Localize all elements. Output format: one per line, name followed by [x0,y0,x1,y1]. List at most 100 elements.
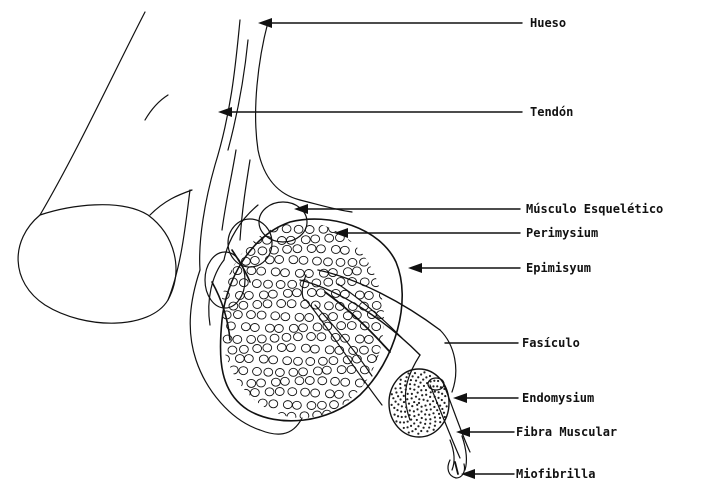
muscle-fiber-circle [246,399,255,407]
label-tendon: Tendón [530,105,573,119]
muscle-fiber-circle [317,245,326,253]
endomysium-dot [411,430,413,432]
muscle-fiber-circle [336,278,345,286]
fascicle-shape [300,270,456,420]
muscle-fiber-circle [335,390,344,398]
muscle-fiber-circle [270,334,279,342]
endomysium-dot [433,406,435,408]
muscle-fiber-circle [317,333,326,341]
muscle-fiber-circle [263,300,272,308]
muscle-fiber-circle [340,246,349,254]
endomysium-dot [430,408,432,410]
endomysium-dot [443,412,445,414]
endomysium-dot [416,419,418,421]
muscle-fiber-circle [257,335,266,343]
endomysium-dot [413,415,415,417]
endomysium-dot [429,396,431,398]
endomysium-dot [416,404,418,406]
muscle-fiber-circle [265,256,274,264]
muscle-fiber-circle [271,312,280,320]
muscle-fiber-circle [223,267,232,275]
muscle-fiber-circle [233,335,242,343]
muscle-fiber-circle [355,335,364,343]
endomysium-dot [399,387,401,389]
muscle-fiber-circle [372,345,381,353]
muscle-fiber-circle [282,225,291,233]
muscle-fiber-circle [397,256,406,264]
endomysium-dot [397,395,399,397]
muscle-fiber-circle [301,344,310,352]
muscle-fiber-circle [275,256,284,264]
muscle-fiber-circle [289,324,298,332]
endomysium-dot [391,393,393,395]
endomysium-dot [441,399,443,401]
muscle-fiber-circle [305,377,314,385]
muscle-fiber-circle [283,289,292,297]
endomysium-dot [434,425,436,427]
endomysium-dot [425,409,427,411]
muscle-fiber-circle [271,378,280,386]
muscle-fiber-circle [329,313,338,321]
muscle-fiber-circle [265,388,274,396]
muscle-fiber-circle [347,322,356,330]
muscle-fiber-circle [377,223,386,231]
endomysium-dot [403,401,405,403]
muscle-fiber-circle [233,399,242,407]
muscle-fiber-circle [275,368,284,376]
arrow-hueso [258,18,272,28]
muscle-fiber-circle [324,258,333,266]
endomysium-dot [401,391,403,393]
muscle-fiber-circle [324,278,333,286]
endomysium-dot [436,385,438,387]
muscle-fiber-circle [360,234,369,242]
endomysium-dot [394,387,396,389]
endomysium-dot [417,386,419,388]
endomysium-dot [429,422,431,424]
muscle-fiber-circle [288,280,297,288]
bone-shape [18,12,192,323]
muscle-fiber-circle [318,401,327,409]
muscle-fiber-circle [289,368,298,376]
muscle-fiber-circle [299,368,308,376]
muscle-fiber-circle [311,235,320,243]
endomysium-dot [391,404,393,406]
endomysium-dot [434,420,436,422]
muscle-fiber-circle [325,346,334,354]
muscle-fiber-circle [277,300,286,308]
endomysium-dot [417,376,419,378]
muscle-fiber-circle [341,378,350,386]
muscle-fiber-circle [233,311,242,319]
muscle-fiber-circle [391,311,400,319]
muscle-fiber-circle [337,322,346,330]
muscle-fiber-circle [289,256,298,264]
muscle-fiber-circle [395,344,404,352]
label-perimysium: Perimysium [526,226,598,240]
endomysium-dot [409,383,411,385]
endomysium-dot [433,429,435,431]
label-epimisyum: Epimisyum [526,261,591,275]
muscle-fiber-circle [305,313,314,321]
muscle-fiber-circle [360,410,369,418]
muscle-fiber-circle [245,223,254,231]
endomysium-dot [416,408,418,410]
muscle-fiber-circle [299,256,308,264]
muscle-fiber-circle [293,245,302,253]
muscle-fiber-circle [318,377,327,385]
muscle-fiber-circle [307,245,316,253]
endomysium-dot [419,382,421,384]
muscle-fiber-circle [259,291,268,299]
endomysium-dot [424,413,426,415]
muscle-fiber-circle [353,267,362,275]
endomysium-dot [409,409,411,411]
endomysium-dot [443,402,445,404]
muscle-fiber-circle [365,247,374,255]
muscle-fiber-circle [276,280,285,288]
muscle-fiber-circle [275,324,284,332]
muscle-fiber-circle [257,267,266,275]
muscle-fiber-circle [367,399,376,407]
muscle-fiber-circle [329,225,338,233]
endomysium-dot [397,415,399,417]
endomysium-dot [400,379,402,381]
muscle-fiber-circle [295,313,304,321]
endomysium-dot [408,414,410,416]
